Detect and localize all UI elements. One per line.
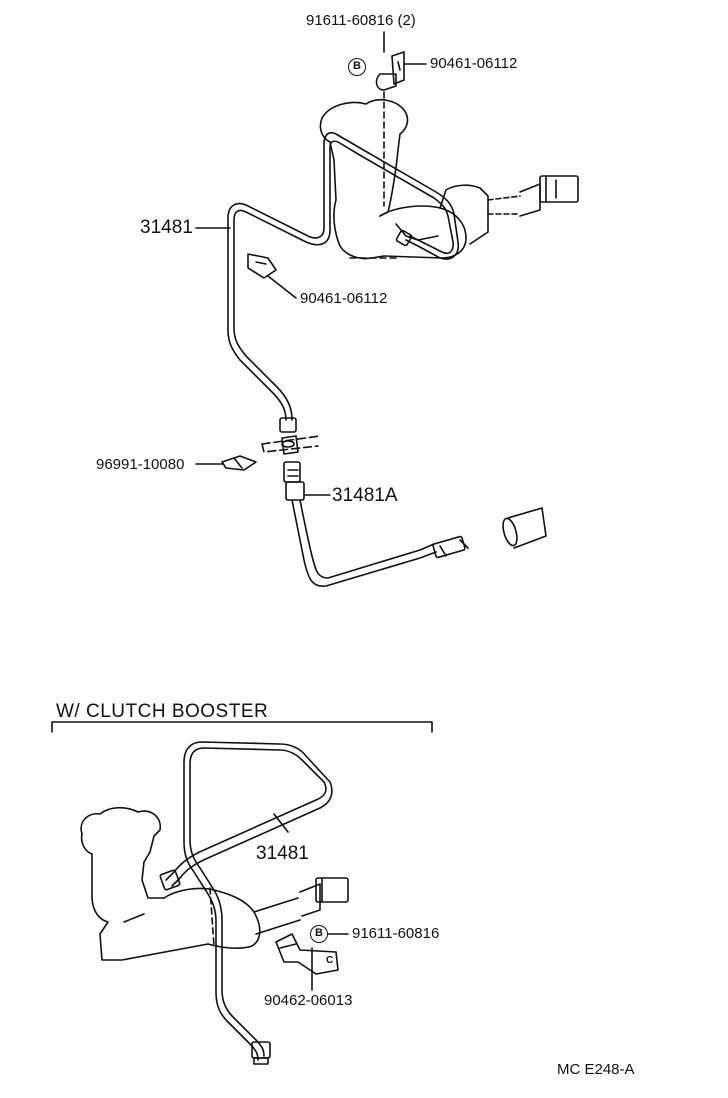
master-cylinder-top bbox=[320, 92, 578, 259]
hose-part-number: 31481A bbox=[332, 485, 398, 506]
section-bracket bbox=[52, 722, 432, 732]
bracket-part-number: 90462-06013 bbox=[264, 992, 353, 1009]
figure-code: MC E248-A bbox=[557, 1061, 635, 1078]
clip-part-number: 96991-10080 bbox=[96, 456, 185, 473]
section-header-clutch-booster: W/ CLUTCH BOOSTER bbox=[56, 701, 269, 722]
leader-tube-bottom bbox=[274, 814, 288, 832]
tube-part-number-bottom: 31481 bbox=[256, 843, 309, 864]
clip-retainer bbox=[222, 456, 256, 470]
bracket-c bbox=[276, 934, 338, 974]
bracket-plate bbox=[262, 436, 320, 454]
clamp-upper bbox=[377, 52, 404, 90]
clamp-middle bbox=[248, 254, 276, 278]
clutch-tube-bottom bbox=[160, 742, 332, 1064]
tube-part-number-top: 31481 bbox=[140, 217, 193, 238]
clamp-part-number-middle: 90461-06112 bbox=[300, 290, 388, 307]
bolt-callout-upper: B bbox=[348, 58, 366, 76]
bolt-callout-lower: B bbox=[310, 925, 328, 943]
bolt-part-number-upper: 91611-60816 (2) bbox=[306, 12, 416, 29]
slave-cylinder-stub bbox=[500, 508, 546, 548]
clamp-part-number-upper: 90461-06112 bbox=[430, 55, 518, 72]
bracket-mark: C bbox=[326, 955, 334, 966]
bolt-part-number-lower: 91611-60816 bbox=[352, 925, 440, 942]
leader-clamp-middle bbox=[268, 276, 296, 298]
hose-31481a bbox=[284, 462, 468, 586]
clutch-tube-top bbox=[228, 133, 458, 432]
master-cylinder-bottom bbox=[81, 808, 348, 960]
